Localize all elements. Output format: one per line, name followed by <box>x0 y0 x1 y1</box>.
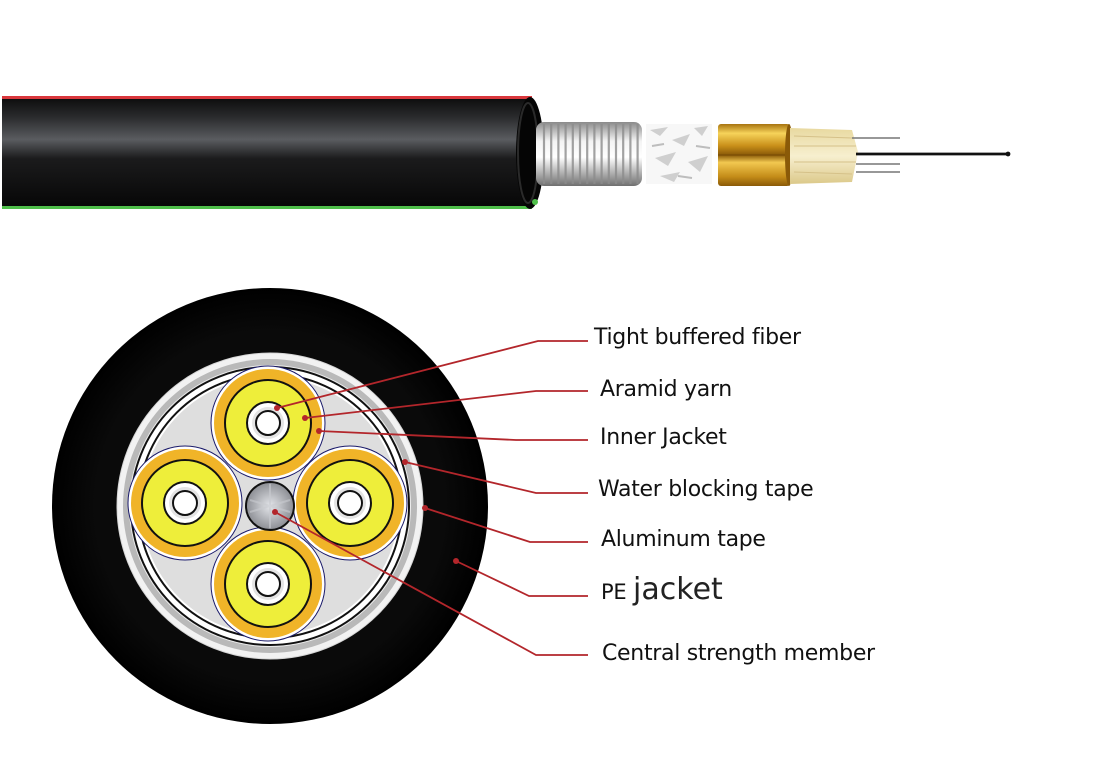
leader-line-aramid-yarn <box>304 390 588 419</box>
fiber-unit-left <box>127 445 243 561</box>
label-pe-jacket: PE jacket <box>601 575 723 605</box>
fiber-core <box>255 571 281 597</box>
cable-side-view <box>2 96 1011 209</box>
label-aluminum-tape: Aluminum tape <box>601 527 766 552</box>
label-central-strength-member: Central strength member <box>602 641 875 666</box>
leader-dot-aramid-yarn <box>302 415 308 421</box>
leader-dot-inner-jacket <box>316 428 322 434</box>
fiber-unit-right <box>292 445 408 561</box>
cable-cross-section <box>52 288 488 724</box>
leader-lines <box>272 340 588 656</box>
label-aramid-yarn: Aramid yarn <box>600 377 732 402</box>
side-aluminum-tape <box>536 122 642 186</box>
leader-line-tight-buffered-fiber <box>276 340 588 409</box>
leader-dot-central-strength-member <box>272 509 278 515</box>
fiber-core <box>255 410 281 436</box>
leader-line-inner-jacket <box>318 430 588 441</box>
leader-line-pe-jacket <box>455 560 588 597</box>
fiber-core <box>337 490 363 516</box>
side-inner-jacket <box>718 124 793 186</box>
label-inner-jacket: Inner Jacket <box>600 425 727 450</box>
label-water-blocking-tape: Water blocking tape <box>598 477 814 502</box>
side-fibers <box>852 137 1011 173</box>
fiber-unit-bottom <box>210 526 326 642</box>
leader-line-aluminum-tape <box>424 507 588 543</box>
leader-dot-water-blocking-tape <box>402 459 408 465</box>
side-water-blocking-tape <box>646 124 712 184</box>
label-tight-buffered-fiber: Tight buffered fiber <box>594 325 801 350</box>
label-pe-jacket-prefix: PE <box>601 580 627 604</box>
fiber-unit-top <box>210 365 326 481</box>
red-stripe <box>2 96 532 99</box>
leader-dot-tight-buffered-fiber <box>274 405 280 411</box>
leader-line-central-strength-member <box>274 511 588 656</box>
leader-dot-pe-jacket <box>453 558 459 564</box>
leader-dot-aluminum-tape <box>422 505 428 511</box>
label-pe-jacket-suffix: jacket <box>633 572 723 607</box>
side-aramid-yarn <box>790 128 858 184</box>
fiber-core <box>172 490 198 516</box>
green-stripe <box>2 206 532 209</box>
side-pe-jacket <box>2 96 544 209</box>
leader-line-water-blocking-tape <box>404 461 588 494</box>
